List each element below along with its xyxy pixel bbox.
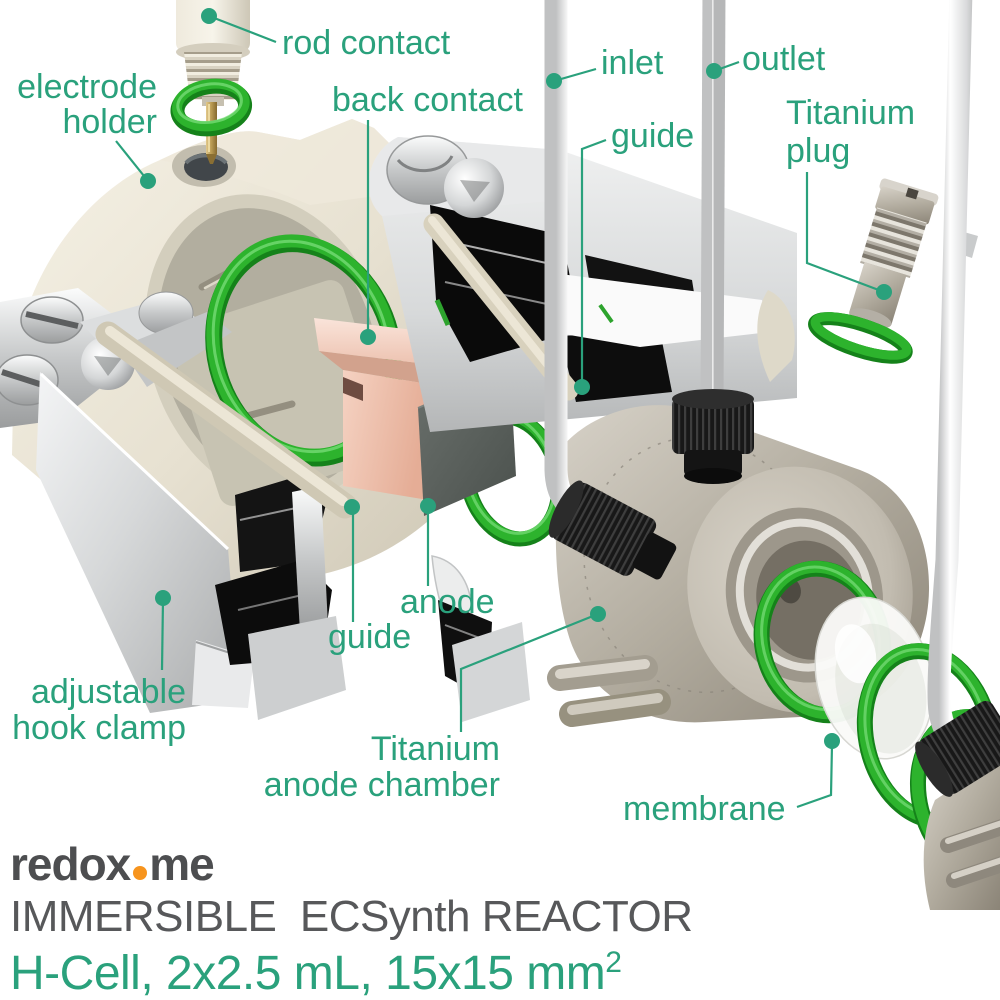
clamp-screw [0,296,84,406]
connector-dot-membrane [824,733,840,749]
brand-logo-part2: me [149,838,214,890]
callout-connectors [115,8,892,809]
label-anode: anode [400,583,495,621]
label-titanium-plug-line1: Titanium [786,94,915,132]
outlet-tube-render [700,0,726,405]
connector-titanium-anode-chamber [459,612,599,732]
connector-dot-electrode-holder [140,173,156,189]
product-title: IMMERSIBLE ECSynth REACTOR [10,892,693,941]
rod-contact-render [170,0,253,164]
label-adjustable-hook-clamp-line1: adjustable [31,673,186,711]
connector-adjustable-hook-clamp [160,598,165,671]
product-subtitle: H-Cell, 2x2.5 mL, 15x15 mm2 [10,948,693,998]
connector-dot-adjustable-hook-clamp [155,590,171,606]
clamp-jaws-render [215,475,346,720]
connector-dot-outlet [706,63,722,79]
oring-rod-contact [170,78,253,137]
clamp-assembly-render [0,288,346,720]
connector-dot-back-contact [360,329,376,345]
titanium-plug-render [849,178,939,329]
callout-labels: rod contact electrode holder back contac… [12,24,915,828]
cathode-tube-render [927,0,982,771]
connector-dot-rod-contact [201,8,217,24]
connector-dot-titanium-plug [876,284,892,300]
label-rod-contact: rod contact [282,24,451,62]
connector-guide-top [580,138,607,387]
connector-membrane [796,743,834,809]
cap-left [548,480,677,580]
connector-dot-inlet [546,73,562,89]
connector-dot-guide-bottom [344,499,360,515]
oring-plug [808,312,913,364]
guide-rod-render [95,321,358,519]
label-titanium-anode-chamber-line2: anode chamber [264,766,500,804]
label-membrane: membrane [623,790,786,828]
oring-holder-large [205,234,403,467]
brand-logo-dot [133,866,148,880]
label-guide-top: guide [611,117,694,155]
cap-bottom-right [915,700,1000,797]
connector-dot-anode [420,498,436,514]
connector-rod-contact [208,14,277,44]
label-adjustable-hook-clamp-line2: hook clamp [12,709,186,747]
product-subtitle-exponent: 2 [605,946,622,979]
electrode-hole [172,145,236,187]
cap-top [672,389,754,484]
cathode-chamber-render [923,758,1000,910]
label-back-contact: back contact [332,81,523,119]
label-outlet: outlet [742,40,826,78]
label-electrode-holder-line2: holder [62,103,157,141]
brand-logo-part1: redox [10,838,131,890]
connector-dot-guide-top [574,379,590,395]
label-guide-bottom: guide [328,618,411,656]
label-titanium-plug-line2: plug [786,132,850,170]
label-electrode-holder-line1: electrode [17,68,157,106]
product-subtitle-main: H-Cell, 2x2.5 mL, 15x15 mm [10,947,606,1000]
label-titanium-anode-chamber-line1: Titanium [371,730,500,768]
connector-electrode-holder [115,140,149,182]
connector-dot-titanium-anode-chamber [590,606,606,622]
label-inlet: inlet [601,44,664,82]
connector-titanium-plug [805,172,885,294]
lower-jaw-render [431,555,530,722]
